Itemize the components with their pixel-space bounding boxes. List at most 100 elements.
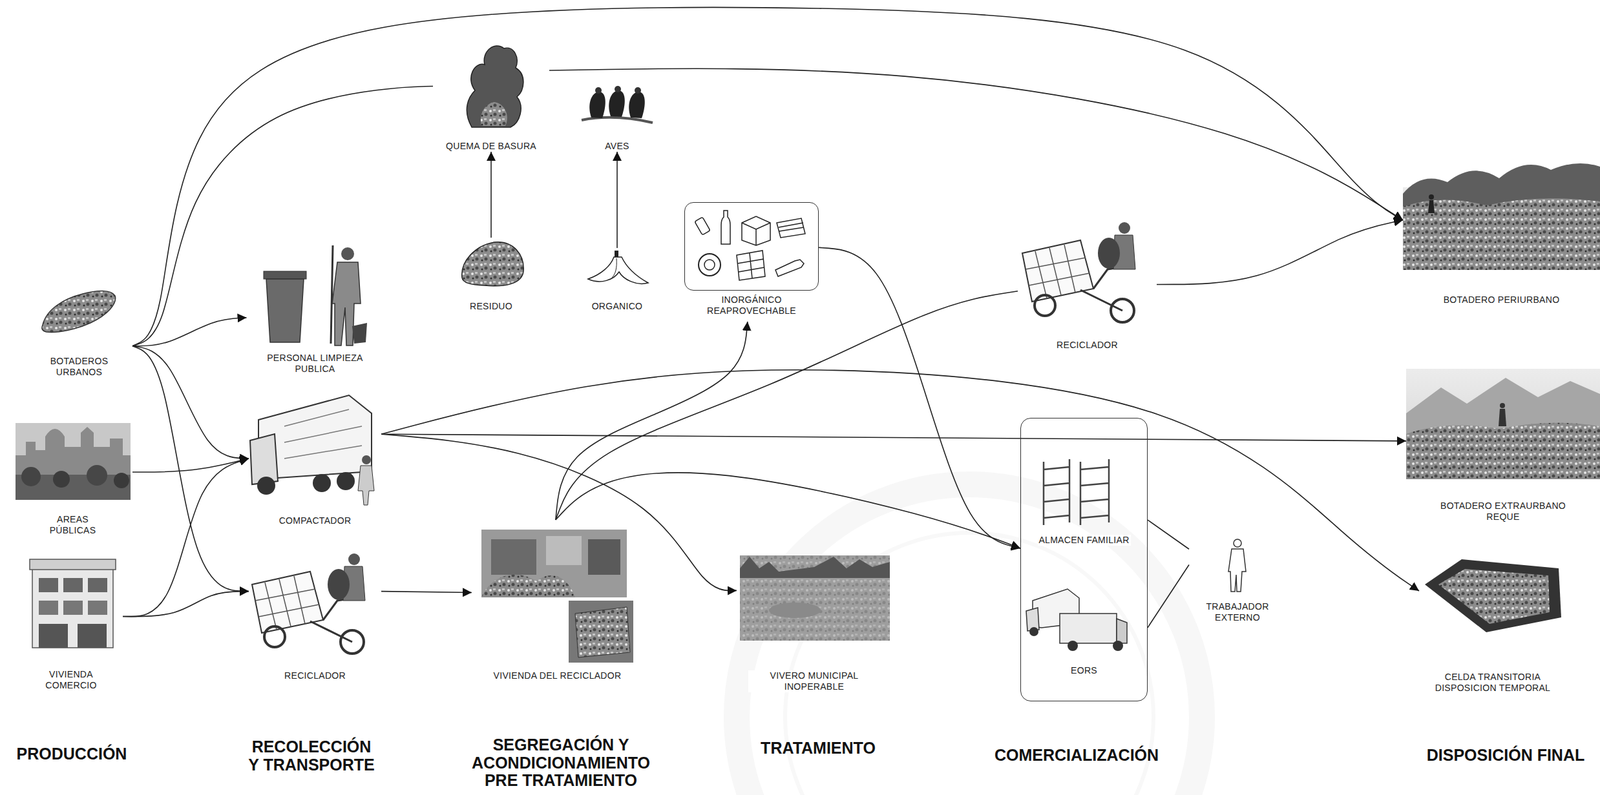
stage-heading: RECOLECCIÓN Y TRANSPORTE	[245, 738, 379, 775]
extraurban-dump-photo	[1498, 409, 1507, 427]
recycler-tricycle-icon	[252, 553, 366, 654]
public-area-photo	[113, 473, 130, 489]
nursery-photo	[739, 557, 890, 579]
flow-connector	[555, 321, 748, 521]
public-area-photo	[15, 423, 131, 501]
flow-connector	[381, 434, 1407, 442]
recyclables-icons	[694, 217, 711, 236]
flow-connector	[1156, 220, 1403, 285]
eors-trucks-icon	[1112, 641, 1124, 652]
street-sweeper-icon	[330, 245, 333, 344]
flow-connector	[132, 346, 249, 459]
treatment-node: VIVERO MUNICIPAL INOPERABLE	[736, 549, 892, 693]
urban-dump-icon	[42, 290, 116, 333]
street-sweeper-icon	[341, 247, 355, 261]
transitory-cell-icon	[1424, 559, 1562, 633]
recycler-house-collage	[491, 539, 537, 576]
node-caption: INORGÁNICO REAPROVECHABLE	[685, 294, 818, 317]
banana-peel-icon	[610, 258, 617, 280]
birds-icon	[628, 91, 645, 119]
building-icon	[87, 600, 108, 616]
recyclables-icons	[721, 210, 731, 245]
eors-trucks-icon	[1029, 627, 1039, 637]
extraurban-dump-photo	[1406, 368, 1600, 480]
periurban-dump-photo	[1428, 194, 1434, 200]
banana-peel-icon	[588, 250, 649, 284]
recycler-house-collage	[481, 529, 634, 664]
recyclables-box: INORGÁNICO REAPROVECHABLE	[684, 202, 819, 322]
public-area-photo	[15, 427, 131, 501]
recyclables-icons	[704, 259, 715, 271]
compactor-truck-icon	[336, 472, 355, 491]
compactor-truck-icon	[361, 455, 371, 465]
building-icon	[63, 600, 83, 616]
flow-connector	[616, 151, 618, 249]
worker-figure	[1233, 539, 1242, 548]
outcome-node: AVES	[578, 84, 656, 152]
building-icon	[29, 559, 116, 649]
birds-icon	[589, 91, 606, 119]
nursery-photo	[768, 602, 821, 619]
banana-peel-icon	[614, 250, 619, 258]
waste-pile-icon	[462, 242, 524, 287]
recycler-house-collage	[575, 607, 631, 658]
waste-type-node: ORGANICO	[578, 248, 656, 313]
burning-smoke-icon	[480, 102, 508, 127]
node-caption: BOTADERO EXTRAURBANO REQUE	[1424, 500, 1582, 523]
transitory-cell-icon	[1424, 559, 1562, 633]
stage-heading: COMERCIALIZACIÓN	[979, 747, 1174, 766]
birds-icon	[581, 85, 653, 123]
node-caption: PERSONAL LIMPIEZA PUBLICA	[249, 352, 382, 375]
node-caption: VIVIENDA DEL RECICLADOR	[492, 670, 623, 682]
burning-smoke-icon	[466, 45, 524, 128]
building-icon	[77, 624, 107, 649]
recycler-tricycle-icon	[327, 569, 350, 601]
nursery-photo	[739, 555, 890, 642]
recyclables-icons	[741, 216, 771, 246]
node-caption: EORS	[1069, 665, 1099, 677]
stage-heading: DISPOSICIÓN FINAL	[1415, 747, 1597, 766]
node-caption: QUEMA DE BASURA	[444, 140, 538, 152]
recycler-house-collage	[481, 529, 627, 598]
flow-connector	[132, 7, 1403, 346]
birds-icon	[608, 90, 625, 117]
node-caption: CELDA TRANSITORIA DISPOSICION TEMPORAL	[1420, 672, 1566, 695]
collection-node: RECICLADOR	[1017, 218, 1157, 351]
public-area-photo	[86, 465, 108, 486]
node-caption: VIVIENDA COMERCIO	[31, 669, 112, 692]
recycler-house-collage	[481, 575, 576, 598]
banana-peel-icon	[588, 257, 649, 284]
disposal-node: BOTADERO EXTRAURBANO REQUE	[1406, 368, 1600, 523]
node-caption: AREAS PÚBLICAS	[32, 514, 114, 537]
storage-shelves-icon	[1043, 459, 1070, 526]
node-caption: RECICLADOR	[283, 670, 348, 682]
recycler-tricycle-icon	[252, 571, 324, 634]
source-node: VIVIENDA COMERCIO	[19, 555, 123, 692]
commerce-box: ALMACEN FAMILIAREORS	[1020, 418, 1148, 702]
outcome-node: QUEMA DE BASURA	[432, 38, 550, 152]
recyclables-icons	[698, 253, 721, 276]
eors-trucks-icon	[1059, 613, 1117, 644]
birds-icon	[595, 87, 602, 94]
compactor-truck-icon	[250, 434, 278, 485]
flow-connector	[132, 458, 249, 473]
compactor-truck-icon	[357, 465, 375, 506]
node-caption: AVES	[603, 140, 631, 152]
building-icon	[38, 578, 59, 593]
node-caption: RESIDUO	[468, 301, 514, 313]
disposal-node: CELDA TRANSITORIA DISPOSICION TEMPORAL	[1419, 557, 1567, 695]
burning-smoke-icon	[466, 45, 524, 128]
urban-dump-icon	[42, 290, 116, 333]
public-area-photo	[15, 423, 131, 501]
recycler-house-collage	[546, 536, 582, 566]
stage-heading: TRATAMIENTO	[734, 739, 903, 758]
source-node: AREAS PÚBLICAS	[12, 420, 133, 537]
compactor-truck-icon	[257, 476, 276, 495]
node-caption: ORGANICO	[590, 301, 645, 313]
recycler-tricycle-icon	[348, 553, 360, 566]
flow-connector	[1147, 565, 1190, 629]
flow-connector	[490, 151, 492, 238]
node-caption: RECICLADOR	[1055, 339, 1120, 351]
compactor-truck-icon	[312, 474, 331, 493]
